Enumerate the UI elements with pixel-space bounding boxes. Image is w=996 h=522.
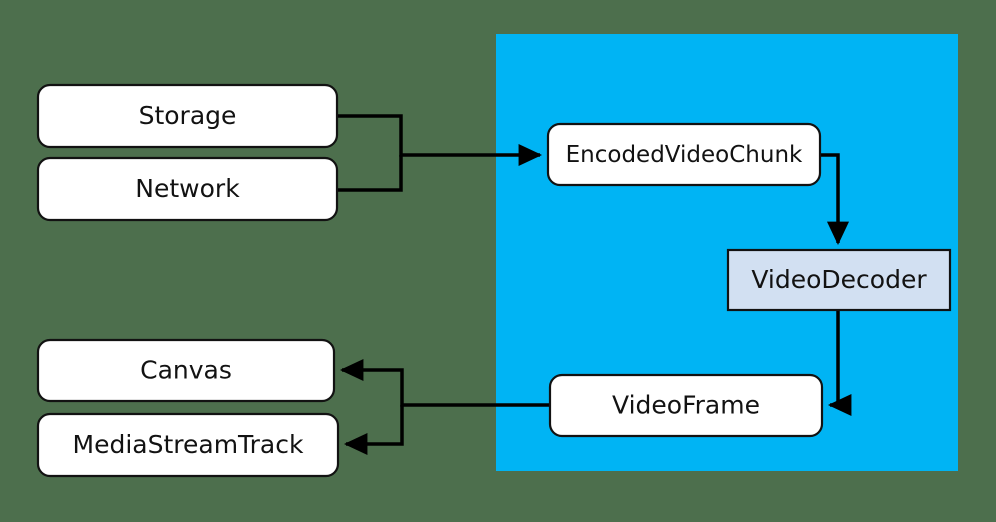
node-box-video-frame <box>548 373 824 438</box>
node-box-network <box>36 156 339 222</box>
edge-layer <box>337 114 852 456</box>
edge-frame-to-mediastreamtrack <box>343 405 404 456</box>
node-network[interactable]: Network <box>36 156 339 222</box>
edge-decoder-to-frame <box>827 310 852 417</box>
node-box-video-decoder <box>726 248 952 312</box>
node-label-media-stream-track: MediaStreamTrack <box>73 430 304 459</box>
edge-frame-to-canvas <box>339 358 550 407</box>
node-box-storage <box>36 83 339 149</box>
node-label-encoded-video-chunk: EncodedVideoChunk <box>566 142 803 168</box>
node-storage[interactable]: Storage <box>36 83 339 149</box>
node-label-storage: Storage <box>139 101 237 130</box>
node-label-network: Network <box>135 174 240 203</box>
node-encoded-video-chunk[interactable]: EncodedVideoChunk <box>546 122 822 187</box>
edge-storage-to-chunk <box>337 114 543 167</box>
node-media-stream-track[interactable]: MediaStreamTrack <box>36 412 340 478</box>
edge-network-to-chunk <box>337 155 403 192</box>
node-video-frame[interactable]: VideoFrame <box>548 373 824 438</box>
node-canvas[interactable]: Canvas <box>36 338 336 403</box>
node-box-encoded-video-chunk <box>546 122 822 187</box>
node-video-decoder[interactable]: VideoDecoder <box>726 248 952 312</box>
node-label-canvas: Canvas <box>140 356 232 385</box>
node-label-video-frame: VideoFrame <box>612 391 760 420</box>
node-label-video-decoder: VideoDecoder <box>751 265 927 294</box>
node-box-media-stream-track <box>36 412 340 478</box>
edge-chunk-to-decoder <box>820 153 850 246</box>
node-box-canvas <box>36 338 336 403</box>
